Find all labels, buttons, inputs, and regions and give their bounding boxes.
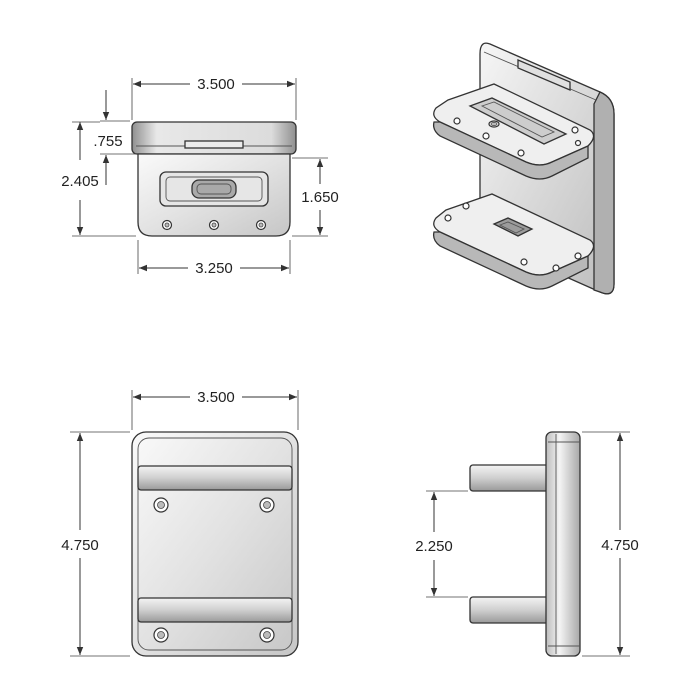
rear-view: 3.500 4.750 <box>61 389 299 657</box>
rear-bottom-bar <box>137 597 293 623</box>
dim-front-slot-height: .755 <box>93 133 122 150</box>
dim-front-top-width: 3.500 <box>197 76 235 93</box>
front-top-lip <box>184 140 244 149</box>
isometric-view <box>432 42 615 295</box>
iso-upper-slot <box>468 97 568 145</box>
dim-front-total-height: 2.405 <box>61 173 99 190</box>
iso-top-lip <box>517 59 571 91</box>
side-lower-arm <box>469 596 551 624</box>
dim-rear-height: 4.750 <box>61 537 99 554</box>
side-plate <box>545 431 581 657</box>
front-slot-hole <box>191 179 237 199</box>
iso-lower-slot <box>492 217 534 237</box>
front-view: 3.500 .755 2.405 1.650 3.250 <box>61 76 339 277</box>
side-view: 2.250 4.750 <box>415 431 639 657</box>
front-top-bar <box>131 121 297 155</box>
dim-side-height: 4.750 <box>601 537 639 554</box>
rear-top-bar <box>137 465 293 491</box>
dim-front-bottom-width: 3.250 <box>195 260 233 277</box>
dim-rear-width: 3.500 <box>197 389 235 406</box>
dim-side-spacing: 2.250 <box>415 538 453 555</box>
dim-front-plate-height: 1.650 <box>301 189 339 206</box>
side-upper-arm <box>469 464 551 492</box>
